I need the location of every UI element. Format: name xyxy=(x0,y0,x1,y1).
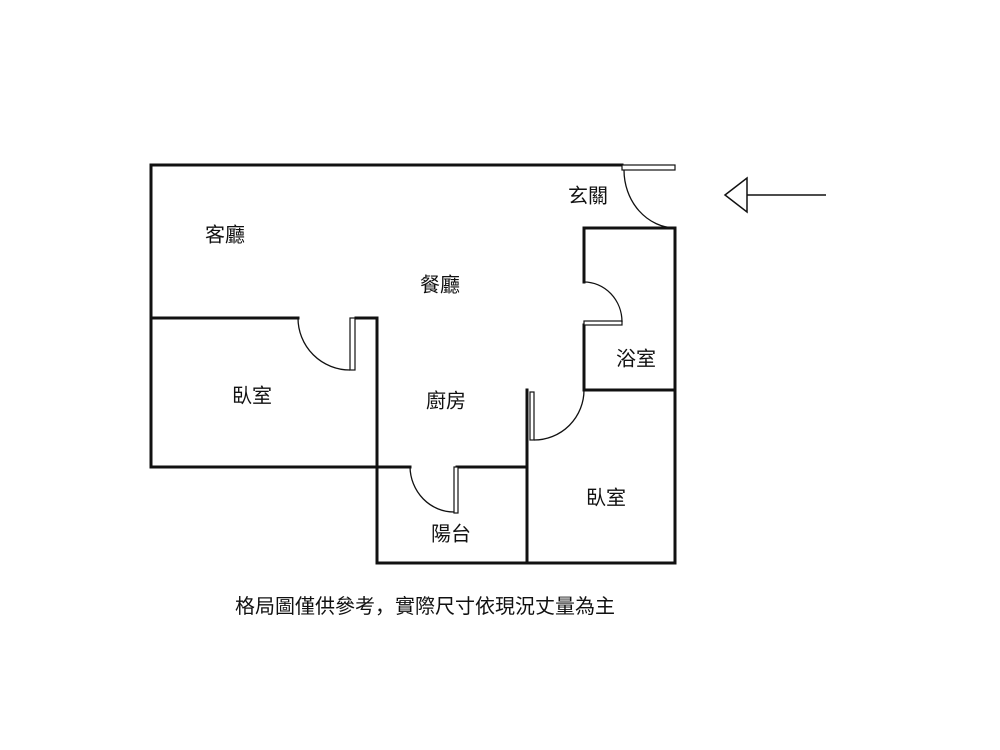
room-label-dining-room: 餐廳 xyxy=(420,273,460,297)
room-label-bathroom: 浴室 xyxy=(616,347,656,371)
disclaimer-note: 格局圖僅供參考，實際尺寸依現況丈量為主 xyxy=(235,594,615,618)
walls xyxy=(149,163,677,565)
room-label-bedroom-1: 臥室 xyxy=(232,384,272,408)
balcony-door-leaf xyxy=(453,466,459,514)
entrance-door-swing xyxy=(623,169,676,229)
entrance-door-leaf xyxy=(621,164,676,171)
room-label-living-room: 客廳 xyxy=(205,223,245,247)
arrow-left-icon xyxy=(723,176,826,214)
bedroom2-door-swing xyxy=(533,389,585,441)
room-label-kitchen: 廚房 xyxy=(426,389,466,413)
bathroom-door-leaf xyxy=(583,320,623,326)
room-label-balcony: 陽台 xyxy=(431,522,471,546)
bedroom1-door-leaf xyxy=(349,317,356,371)
bedroom1-door-swing xyxy=(297,317,351,371)
doors xyxy=(297,164,676,514)
bathroom-door-swing xyxy=(583,281,623,323)
balcony-door-swing xyxy=(409,466,455,513)
room-label-bedroom-2: 臥室 xyxy=(586,486,626,510)
room-label-entrance: 玄關 xyxy=(568,184,608,208)
bedroom2-door-leaf xyxy=(529,391,535,441)
